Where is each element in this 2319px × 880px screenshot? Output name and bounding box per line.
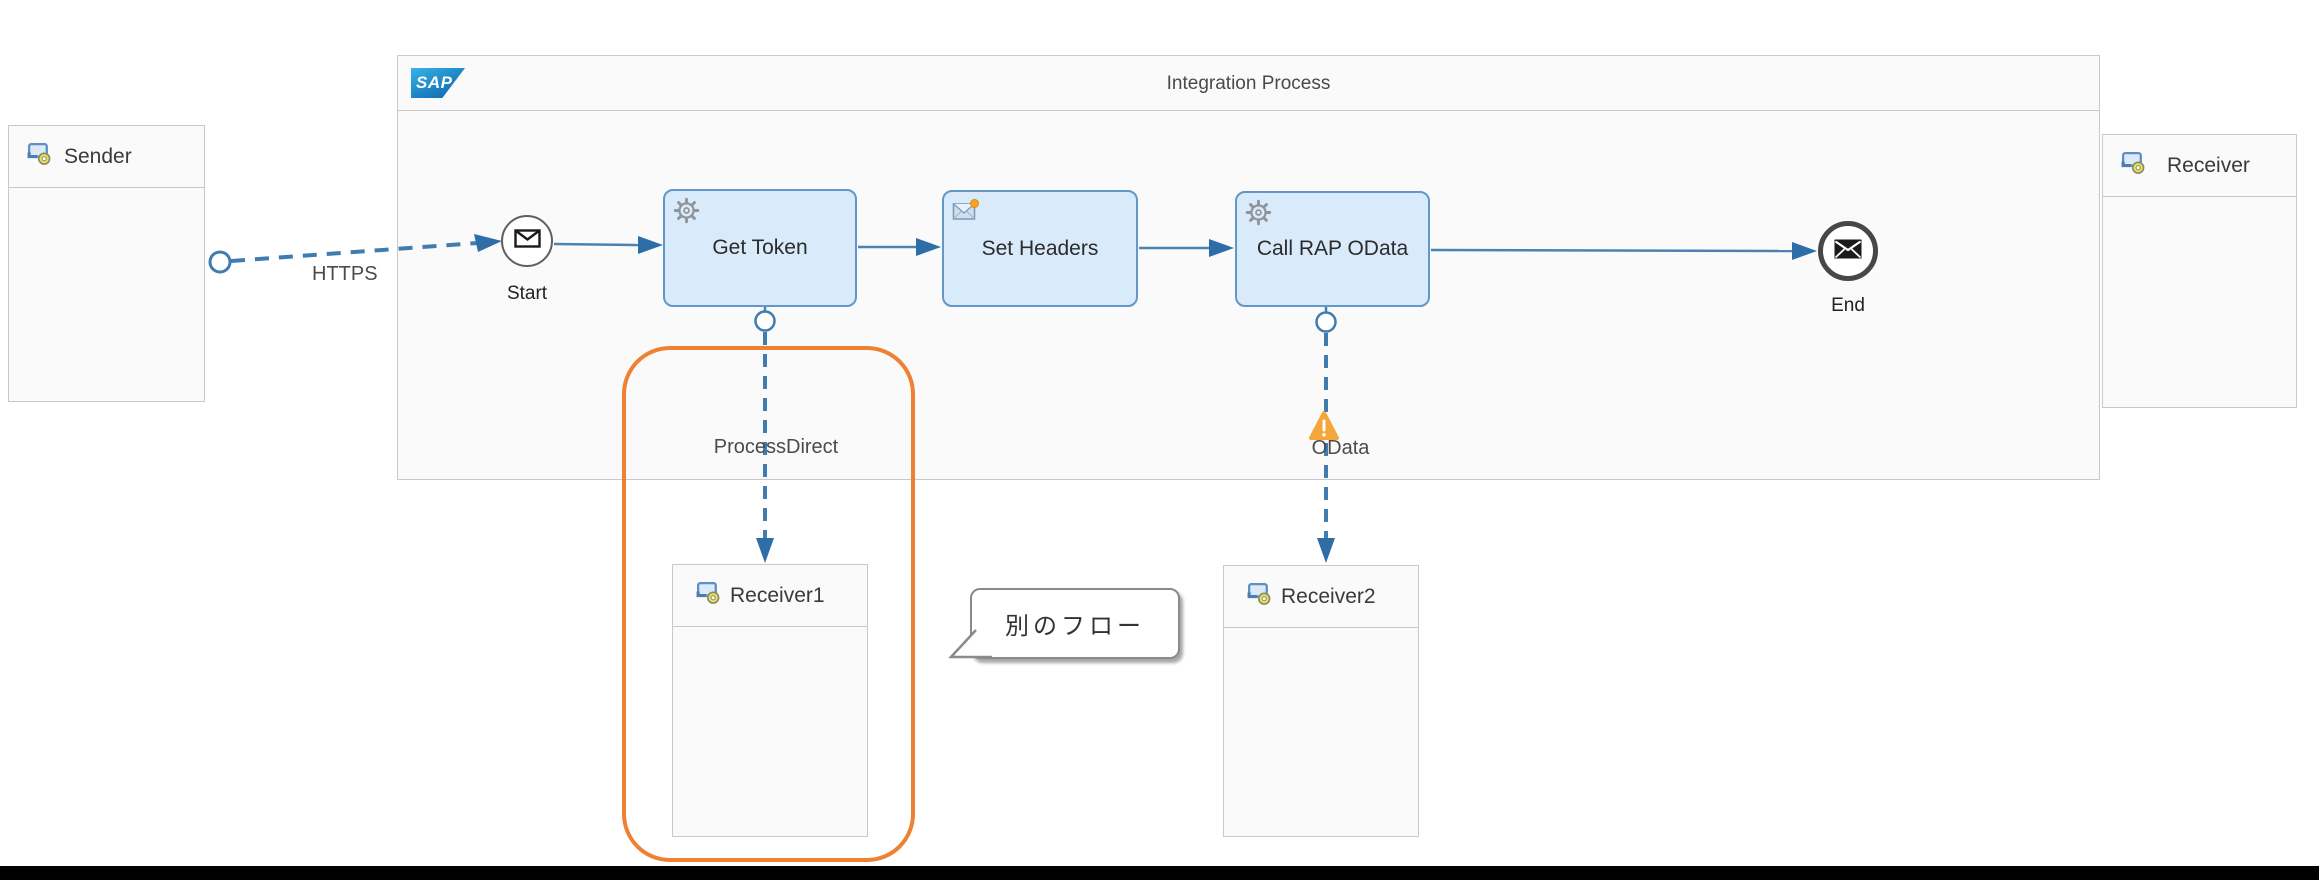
end-event-label: End xyxy=(1831,295,1865,316)
step-label: Get Token xyxy=(712,236,808,259)
sender-participant[interactable]: Sender xyxy=(8,125,205,402)
system-participant-icon xyxy=(1246,580,1273,613)
highlight-annotation xyxy=(622,346,915,862)
receiver2-participant[interactable]: Receiver2 xyxy=(1223,565,1419,837)
system-participant-icon xyxy=(695,579,722,612)
receiver-participant[interactable]: Receiver xyxy=(2102,134,2297,408)
receiver1-participant[interactable]: Receiver1 xyxy=(672,564,868,837)
step-get-token[interactable]: Get Token xyxy=(663,189,857,307)
https-connector-label: HTTPS xyxy=(312,263,378,285)
step-set-headers[interactable]: Set Headers xyxy=(942,190,1138,307)
integration-process-title: Integration Process xyxy=(1166,73,1331,94)
step-label: Set Headers xyxy=(981,236,1099,260)
message-start-icon xyxy=(513,229,541,253)
odata-arrowhead-icon xyxy=(1317,538,1335,563)
step-label: Call RAP OData xyxy=(1256,237,1409,260)
receiver-label: Receiver xyxy=(2167,153,2250,177)
sender-connection-point[interactable] xyxy=(208,250,232,274)
message-end-icon xyxy=(1834,239,1862,264)
gear-icon xyxy=(673,197,700,230)
step-call-rap-odata[interactable]: Call RAP OData xyxy=(1235,191,1430,307)
receiver1-label: Receiver1 xyxy=(730,583,825,607)
system-participant-icon xyxy=(26,140,53,173)
processdirect-connector-label: ProcessDirect xyxy=(713,436,839,458)
end-event[interactable] xyxy=(1818,221,1878,281)
system-participant-icon xyxy=(2120,149,2147,182)
callout-bubble[interactable]: 別のフロー xyxy=(970,588,1180,659)
sap-logo-icon: SAP xyxy=(411,68,465,98)
start-event-label: Start xyxy=(506,283,548,304)
callout-text: 別のフロー xyxy=(1005,613,1145,640)
callout-tail-icon xyxy=(948,628,994,659)
sender-label: Sender xyxy=(64,144,132,168)
bottom-bar xyxy=(0,866,2319,880)
gear-icon xyxy=(1245,199,1272,232)
content-modifier-icon xyxy=(952,198,981,228)
start-event[interactable] xyxy=(501,215,553,267)
odata-connector-label: OData xyxy=(1311,437,1370,459)
receiver2-label: Receiver2 xyxy=(1281,584,1376,608)
integration-process-header: SAP Integration Process xyxy=(398,56,2099,111)
